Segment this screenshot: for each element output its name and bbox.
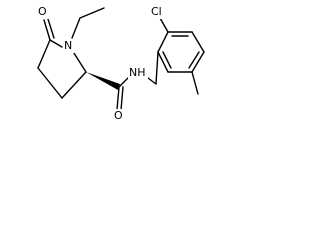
atom-oxygen-amide: O xyxy=(114,109,123,122)
bond-c5-o-1 xyxy=(43,19,51,41)
bond-c2-n1 xyxy=(71,49,87,73)
bond-c3-c2 xyxy=(61,71,87,99)
bond-amide-c-o-1 xyxy=(116,86,120,111)
bond-c5-o-2 xyxy=(47,18,55,39)
bond-ar-methyl xyxy=(191,71,199,95)
bond-ar-4-5 xyxy=(191,51,205,73)
bond-ar-3-4 xyxy=(191,31,205,53)
bond-ar-1-2 xyxy=(157,31,169,53)
atom-oxygen-ketone: O xyxy=(38,5,47,18)
atom-nitrogen-amide: NH xyxy=(129,66,146,79)
bond-amide-c-o-2 xyxy=(120,86,124,111)
bond-ar-6-1 xyxy=(157,51,169,73)
bond-ch2-ar xyxy=(155,51,159,85)
bond-c4-c3 xyxy=(37,67,63,99)
atom-chlorine: Cl xyxy=(151,5,162,18)
bond-n1-ethyl-ch2 xyxy=(71,17,81,39)
bond-ar-cl xyxy=(159,17,169,33)
atom-nitrogen-ring: N xyxy=(64,39,72,52)
bond-ar-inner-b xyxy=(188,51,200,69)
bond-c5-c4 xyxy=(37,39,51,69)
wedge-bond-c2-amide xyxy=(86,72,120,90)
chemical-structure: O N O NH Cl xyxy=(37,5,205,123)
bond-ethyl-ch2-ch3 xyxy=(79,7,105,19)
bond-ar-inner-c xyxy=(162,51,172,69)
bond-c5-n1 xyxy=(49,39,63,48)
